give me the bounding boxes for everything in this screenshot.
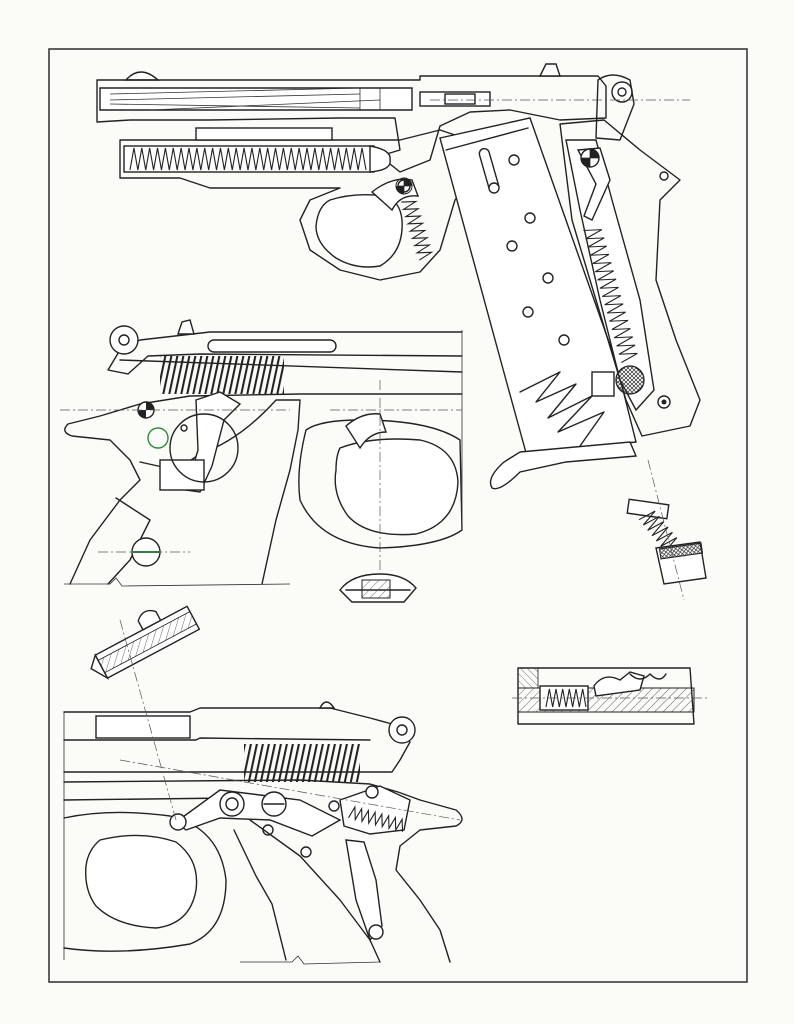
magazine-lip: [445, 127, 529, 151]
right-hammer-ring-hole: [396, 724, 408, 736]
right-small-pin-3: [328, 800, 340, 812]
sheet-border: [48, 48, 748, 983]
left-rear-sight: [177, 319, 195, 335]
right-trigger-guard-outer: [63, 811, 227, 952]
left-hammer-ring-hole: [118, 334, 130, 346]
magazine-catch-detail: [339, 573, 417, 603]
slide-section: [96, 75, 607, 173]
right-projection-line: [119, 619, 177, 821]
barrel-rifling: [109, 87, 381, 111]
right-slide-line: [63, 737, 371, 741]
spring-guide-head: [369, 145, 391, 173]
right-takedown-lever: [219, 791, 245, 817]
right-mainspring: [348, 805, 404, 832]
grip-section: [559, 119, 701, 437]
left-side-detail: [60, 319, 463, 590]
right-slide-serrations: [244, 744, 360, 782]
hammer-body: [595, 74, 635, 141]
catchSpring-coil: [401, 200, 434, 261]
rightSpring-coil: [348, 805, 404, 832]
sectional-view: [96, 63, 701, 490]
right-trigger-bar: [174, 789, 342, 837]
rear-sight: [538, 63, 561, 77]
hammer-pivot-mark: [581, 149, 599, 167]
magazine-floorplate: [489, 441, 638, 490]
left-sear-pin: [147, 427, 169, 449]
barrel-bore: [99, 87, 413, 111]
right-hammer-pin: [365, 785, 379, 799]
left-small-pin: [180, 424, 188, 432]
right-slide-outline: [63, 707, 411, 773]
magazine-catch-button: [615, 365, 645, 395]
left-slide-stop-circle: [169, 413, 239, 483]
section-center-marks: [395, 177, 413, 195]
right-rear-sight: [318, 701, 336, 709]
magazine-catch-body: [591, 371, 615, 397]
mainspring-plunger-detail: [626, 459, 707, 601]
left-break-line: [64, 577, 291, 587]
right-grip-screw: [368, 924, 384, 940]
plungerSpring-coil: [638, 510, 678, 553]
left-trigger: [345, 413, 387, 450]
mainspring: [583, 229, 638, 363]
right-break-line: [240, 955, 381, 965]
magazine-catch-spring: [401, 200, 434, 261]
right-takedown-lever-inner: [225, 797, 239, 811]
front-sight: [124, 71, 160, 81]
hammer-ring-hole: [617, 87, 627, 97]
safetySpring-coil: [545, 688, 587, 708]
recoil-spring: [129, 147, 367, 171]
right-side-detail: [63, 619, 463, 965]
right-trigger-pin: [169, 813, 187, 831]
right-small-pin-2: [300, 846, 312, 858]
right-grip-outline: [233, 819, 381, 963]
hammer-strut-detail: [90, 605, 201, 680]
grip-screw-center: [661, 399, 667, 405]
right-frame-outline: [63, 779, 463, 963]
right-trigger-guard-inner: [85, 834, 198, 929]
left-trigger-guard-inner: [334, 438, 459, 536]
left-disconnector: [159, 459, 205, 491]
grip-ear: [659, 171, 669, 181]
right-axis-line: [119, 759, 461, 821]
right-sear-lever: [345, 839, 383, 942]
takedown-slot: [195, 127, 333, 141]
safety-plunger-detail: [512, 667, 710, 725]
plunger-axis: [647, 459, 685, 601]
left-slide-serrations: [160, 356, 284, 394]
right-ejection-port: [95, 715, 191, 739]
magazine-witness-holes: [488, 154, 570, 346]
hammer-strut: [576, 147, 611, 221]
firing-pin-spring-seat: [444, 93, 476, 105]
left-ejection-port: [207, 339, 337, 353]
recoilSpring-coil: [129, 147, 367, 171]
mainSpring-coil: [583, 229, 638, 363]
magazine-spring: [519, 371, 605, 447]
